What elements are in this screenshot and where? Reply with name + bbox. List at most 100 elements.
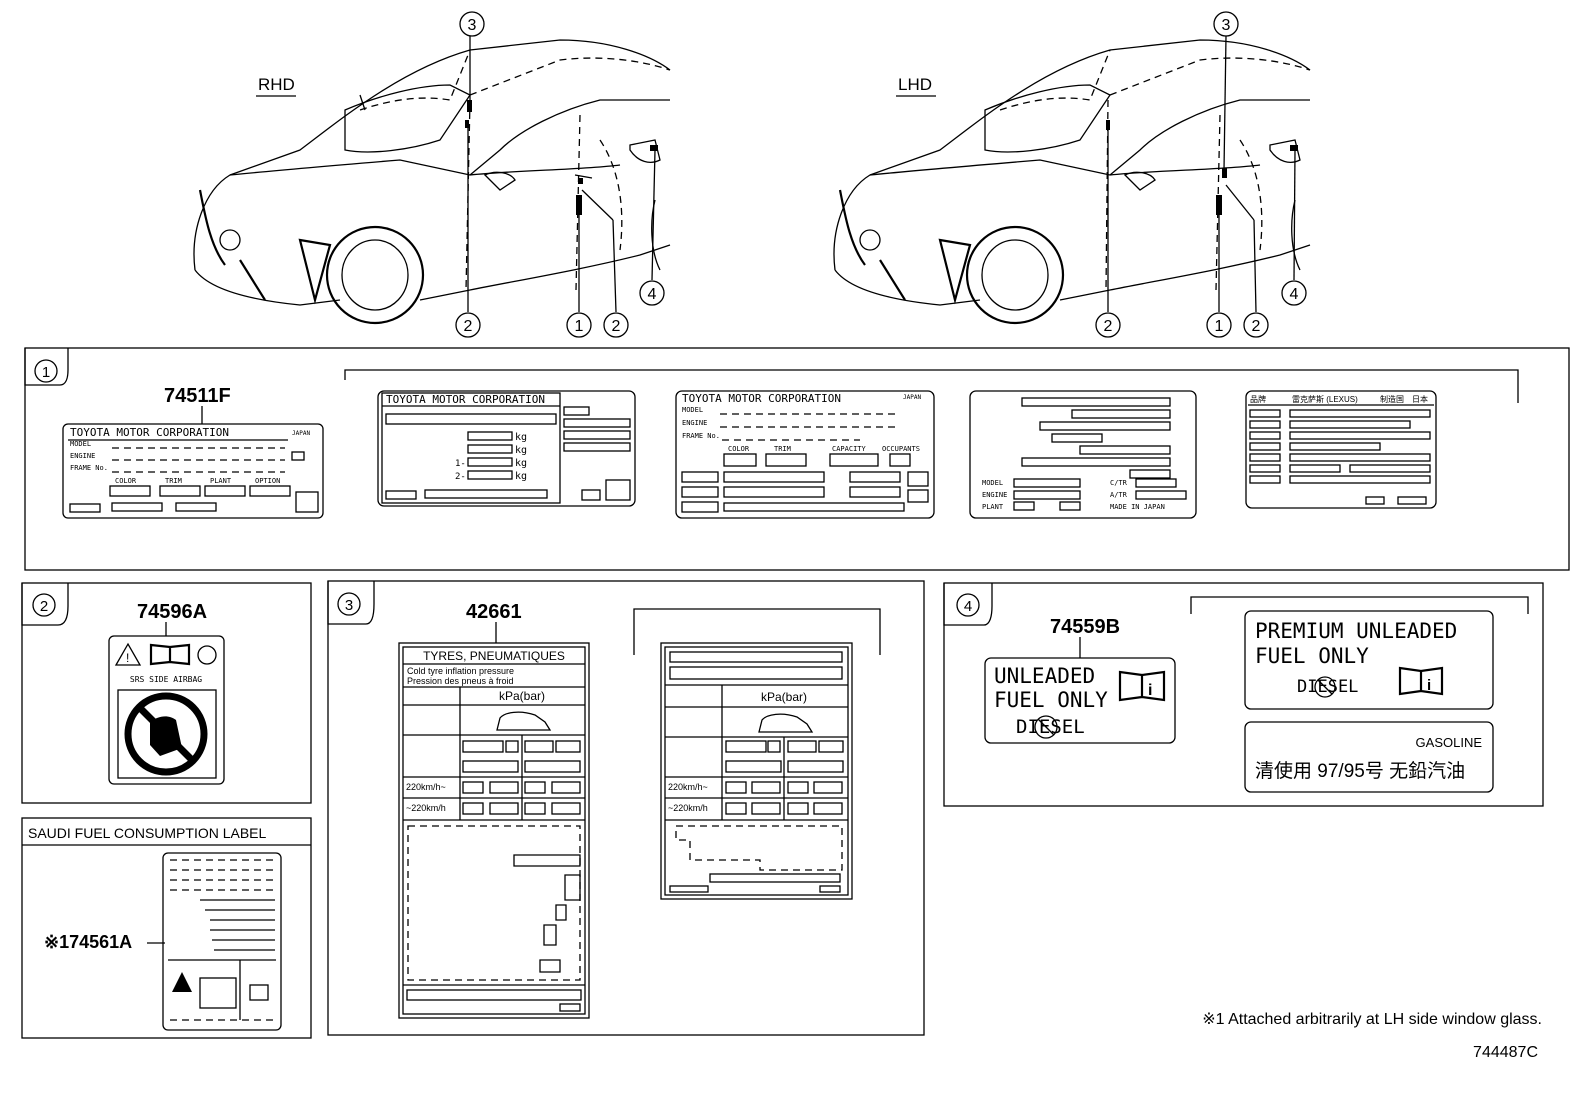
- svg-text:制造国: 制造国: [1380, 394, 1404, 404]
- part-number-74596A: 74596A: [137, 601, 207, 623]
- svg-text:1: 1: [575, 318, 584, 335]
- panel-3-callout: 3: [345, 597, 353, 614]
- saudi-title: SAUDI FUEL CONSUMPTION LABEL: [28, 825, 267, 841]
- svg-text:TOYOTA MOTOR CORPORATION: TOYOTA MOTOR CORPORATION: [386, 393, 545, 406]
- svg-text:PLANT: PLANT: [982, 503, 1004, 511]
- svg-text:4: 4: [648, 286, 657, 303]
- part-number-42661: 42661: [466, 601, 522, 623]
- svg-text:4: 4: [1290, 286, 1299, 303]
- svg-text:Cold tyre inflation pressure: Cold tyre inflation pressure: [407, 666, 514, 676]
- panel-4-fuel-label: 4 74559B UNLEADED FUEL ONLY DIESEL i PRE…: [943, 582, 1544, 807]
- saudi-emblem-icon: [172, 972, 192, 992]
- part-number-74559B: 74559B: [1050, 616, 1120, 638]
- svg-text:FUEL ONLY: FUEL ONLY: [1255, 644, 1369, 668]
- lhd-callout-3-top: 3: [1213, 11, 1239, 37]
- no-diesel-icon-2: [1314, 676, 1336, 698]
- svg-text:ENGINE: ENGINE: [982, 491, 1007, 499]
- svg-text:Pression des pneus à froid: Pression des pneus à froid: [407, 676, 514, 686]
- prohibition-icon: [124, 692, 208, 776]
- rhd-car-outline: [193, 39, 671, 325]
- vin-label-5-chinese: 品牌 雷克萨斯 (LEXUS) 制造国 日本: [1245, 390, 1437, 509]
- airbag-caption: SRS SIDE AIRBAG: [130, 675, 202, 684]
- footnote: ※1 Attached arbitrarily at LH side windo…: [1202, 1011, 1542, 1028]
- svg-text:TOYOTA MOTOR CORPORATION: TOYOTA MOTOR CORPORATION: [70, 426, 229, 439]
- svg-text:MODEL: MODEL: [982, 479, 1003, 487]
- svg-text:COLOR: COLOR: [728, 445, 750, 453]
- rhd-callout-1: 1: [566, 312, 592, 338]
- svg-text:TRIM: TRIM: [774, 445, 791, 453]
- vin-label-1: TOYOTA MOTOR CORPORATION JAPAN MODEL ENG…: [62, 423, 324, 519]
- svg-text:1-: 1-: [455, 459, 466, 469]
- manual-book-icon: [149, 643, 191, 666]
- panel-2-airbag-label: 2 74596A ! SRS SIDE AIRBAG: [21, 582, 312, 804]
- svg-text:kg: kg: [515, 458, 527, 469]
- airbag-warning-label: ! SRS SIDE AIRBAG: [108, 635, 225, 785]
- svg-text:TRIM: TRIM: [165, 477, 182, 485]
- panel-3-tyre-label: 3 42661 TYRES, PNEUMATIQUES Cold tyre in…: [327, 580, 925, 1036]
- svg-text:!: !: [126, 651, 129, 665]
- svg-text:A/TR: A/TR: [1110, 491, 1128, 499]
- panel-1-vin-plate: 1 74511F TOYOTA MOTOR CORPORATION JAPAN …: [24, 347, 1570, 571]
- rhd-callout-2-right: 2: [603, 312, 629, 338]
- premium-unleaded-label: PREMIUM UNLEADED FUEL ONLY DIESEL i: [1244, 610, 1494, 710]
- svg-text:1: 1: [1215, 318, 1224, 335]
- part-number-74511F: 74511F: [164, 385, 231, 407]
- svg-text:MODEL: MODEL: [682, 406, 703, 414]
- lhd-callout-4: 4: [1281, 280, 1307, 306]
- rhd-label: RHD: [258, 75, 295, 94]
- svg-text:DIESEL: DIESEL: [1016, 716, 1085, 738]
- svg-text:2: 2: [464, 318, 473, 335]
- lhd-label: LHD: [898, 75, 932, 94]
- svg-text:雷克萨斯 (LEXUS): 雷克萨斯 (LEXUS): [1292, 394, 1358, 404]
- panel-4-callout: 4: [964, 598, 972, 615]
- lhd-callout-1: 1: [1206, 312, 1232, 338]
- svg-text:CAPACITY: CAPACITY: [832, 445, 867, 453]
- svg-text:ENGINE: ENGINE: [682, 419, 707, 427]
- svg-text:3: 3: [1222, 17, 1231, 34]
- saudi-label: [162, 852, 282, 1031]
- svg-text:2: 2: [1252, 318, 1261, 335]
- panel-1-callout: 1: [42, 364, 50, 381]
- svg-text:OCCUPANTS: OCCUPANTS: [882, 445, 920, 453]
- svg-text:ENGINE: ENGINE: [70, 452, 95, 460]
- no-diesel-icon: [1034, 715, 1058, 739]
- svg-text:220km/h~: 220km/h~: [406, 782, 446, 792]
- svg-text:FRAME No.: FRAME No.: [682, 432, 720, 440]
- svg-text:品牌: 品牌: [1250, 394, 1266, 404]
- svg-text:DIESEL: DIESEL: [1297, 677, 1358, 697]
- lhd-car-outline: [833, 39, 1311, 325]
- svg-text:~220km/h: ~220km/h: [406, 803, 446, 813]
- gasoline-chinese-label: GASOLINE 清使用 97/95号 无鉛汽油: [1244, 721, 1494, 793]
- svg-text:220km/h~: 220km/h~: [668, 782, 708, 792]
- svg-text:C/TR: C/TR: [1110, 479, 1128, 487]
- svg-text:TYRES, PNEUMATIQUES: TYRES, PNEUMATIQUES: [423, 649, 565, 663]
- vin-label-4: MODEL ENGINE PLANT C/TR A/TR MADE IN JAP…: [969, 390, 1197, 519]
- svg-text:GASOLINE: GASOLINE: [1416, 735, 1483, 750]
- car-icon-alt: [758, 713, 814, 733]
- svg-text:JAPAN: JAPAN: [903, 394, 921, 401]
- svg-text:MODEL: MODEL: [70, 440, 91, 448]
- rhd-callout-3-top: 3: [459, 11, 485, 37]
- svg-text:kPa(bar): kPa(bar): [499, 689, 545, 703]
- svg-text:2: 2: [612, 318, 621, 335]
- svg-text:FRAME No.: FRAME No.: [70, 464, 108, 472]
- svg-text:PREMIUM UNLEADED: PREMIUM UNLEADED: [1255, 619, 1457, 643]
- svg-text:~220km/h: ~220km/h: [668, 803, 708, 813]
- saudi-fuel-consumption-panel: SAUDI FUEL CONSUMPTION LABEL ※174561A: [21, 817, 312, 1039]
- drawing-number: 744487C: [1473, 1044, 1538, 1061]
- rhd-callout-4: 4: [639, 280, 665, 306]
- svg-text:UNLEADED: UNLEADED: [994, 664, 1095, 688]
- indicator-circle-icon: [197, 645, 217, 665]
- rhd-car-view: RHD: [193, 11, 671, 338]
- svg-text:PLANT: PLANT: [210, 477, 232, 485]
- panel-2-callout: 2: [40, 598, 48, 615]
- svg-text:3: 3: [468, 17, 477, 34]
- lhd-callout-2-right: 2: [1243, 312, 1269, 338]
- svg-text:清使用 97/95号 无鉛汽油: 清使用 97/95号 无鉛汽油: [1255, 760, 1465, 782]
- vin-label-2: TOYOTA MOTOR CORPORATION kg kg kg kg 1- …: [377, 390, 636, 507]
- svg-text:kg: kg: [515, 471, 527, 482]
- svg-text:TOYOTA MOTOR CORPORATION: TOYOTA MOTOR CORPORATION: [682, 392, 841, 405]
- svg-text:OPTION: OPTION: [255, 477, 280, 485]
- svg-text:i: i: [1427, 677, 1431, 694]
- svg-text:kPa(bar): kPa(bar): [761, 690, 807, 704]
